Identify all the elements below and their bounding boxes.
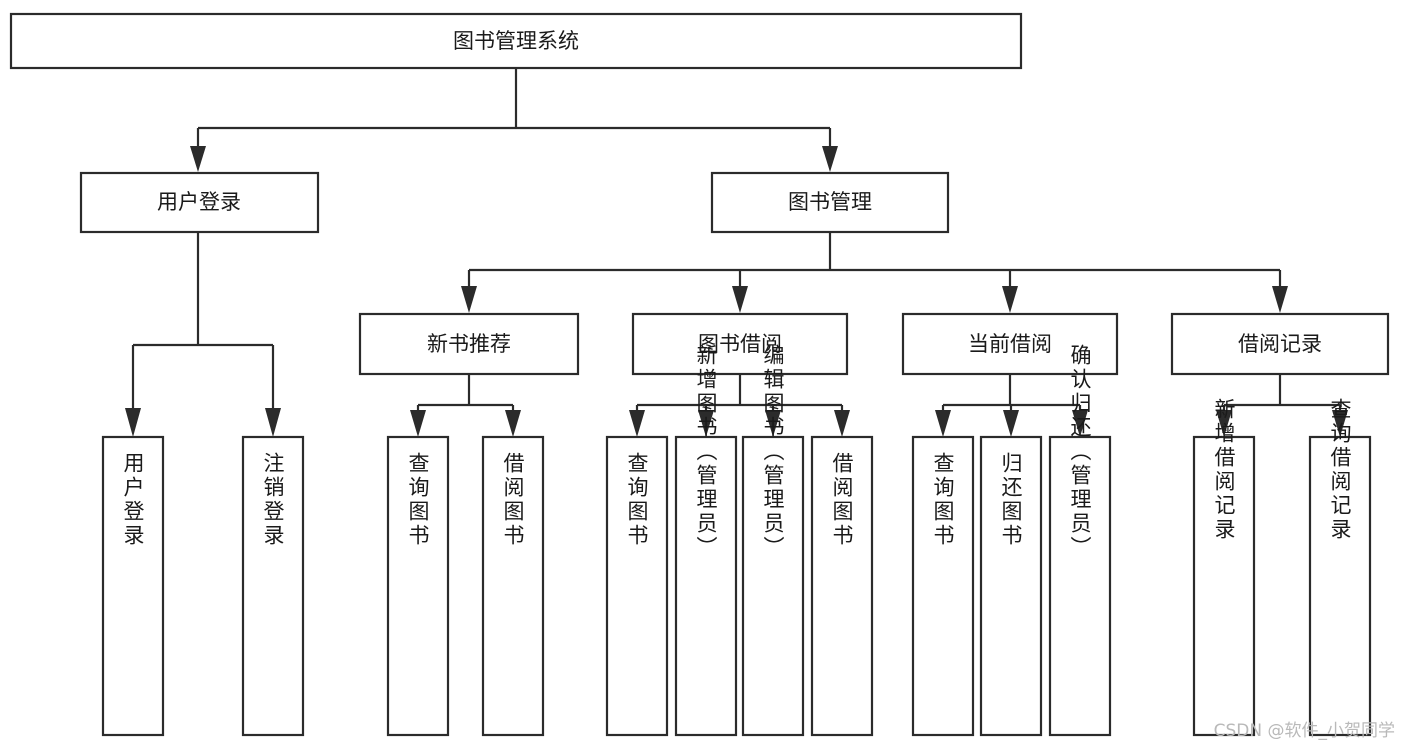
node-borrow-record-label: 借阅记录 (1238, 332, 1322, 356)
node-leaf-return-book-label: 归还图书 (999, 452, 1023, 548)
node-borrow-record-box[interactable] (1170, 312, 1390, 376)
node-leaf-borrow-book-2-label: 借阅图书 (830, 452, 854, 548)
node-leaf-add-record-label: 新增借阅记录 (1212, 398, 1236, 542)
node-leaf-query-book-2-label: 查询图书 (625, 452, 649, 548)
node-leaf-add-book-label: 新增图书（管理员） (694, 344, 718, 560)
node-book-management-label: 图书管理 (788, 190, 872, 214)
node-leaf-user-login[interactable]: 用户登录 (101, 435, 165, 737)
node-leaf-edit-book-box[interactable] (741, 435, 805, 737)
node-leaf-query-book-3-label: 查询图书 (931, 452, 955, 548)
arrow-root-to-user-login (190, 146, 206, 172)
arrow-user-login-leaf-2 (265, 408, 281, 437)
node-leaf-edit-book[interactable]: 编辑图书（管理员） (741, 344, 805, 737)
node-user-login[interactable]: 用户登录 (79, 171, 320, 234)
node-leaf-borrow-book-1-label: 借阅图书 (501, 452, 525, 548)
arrow-bm-to-new-book-recommend (461, 286, 477, 313)
node-leaf-borrow-book-2[interactable]: 借阅图书 (810, 435, 874, 737)
node-leaf-confirm-return[interactable]: 确认归还（管理员） (1048, 344, 1112, 737)
node-leaf-user-login-box[interactable] (101, 435, 165, 737)
node-leaf-add-record-box[interactable] (1192, 435, 1256, 737)
node-book-borrow[interactable]: 图书借阅 (631, 312, 849, 376)
arrow-bm-to-borrow-record (1272, 286, 1288, 313)
node-leaf-user-logout[interactable]: 注销登录 (241, 435, 305, 737)
connector-layer (125, 68, 1348, 437)
arrow-bb-leaf-2 (698, 410, 714, 437)
node-leaf-borrow-book-1[interactable]: 借阅图书 (481, 435, 545, 737)
node-current-borrow-label: 当前借阅 (968, 332, 1052, 356)
node-leaf-query-book-3[interactable]: 查询图书 (911, 435, 975, 737)
arrow-bb-leaf-1 (629, 410, 645, 437)
node-leaf-borrow-book-1-box[interactable] (481, 435, 545, 737)
node-root-box[interactable] (9, 12, 1023, 70)
node-new-book-recommend-label: 新书推荐 (427, 332, 511, 356)
node-leaf-user-logout-label: 注销登录 (261, 452, 285, 548)
node-leaf-edit-book-label: 编辑图书（管理员） (761, 344, 785, 560)
arrow-cb-leaf-3 (1072, 410, 1088, 437)
node-leaf-confirm-return-box[interactable] (1048, 435, 1112, 737)
node-root-label: 图书管理系统 (453, 29, 579, 53)
node-leaf-query-book-2-box[interactable] (605, 435, 669, 737)
node-leaf-add-book-box[interactable] (674, 435, 738, 737)
node-leaf-query-book-1-box[interactable] (386, 435, 450, 737)
arrow-root-to-book-management (822, 146, 838, 172)
node-leaf-query-record-box[interactable] (1308, 435, 1372, 737)
node-leaf-add-record[interactable]: 新增借阅记录 (1192, 398, 1256, 737)
node-leaf-query-book-3-box[interactable] (911, 435, 975, 737)
arrow-cb-leaf-2 (1003, 410, 1019, 437)
node-leaf-user-login-label: 用户登录 (121, 452, 145, 548)
node-leaf-return-book[interactable]: 归还图书 (979, 435, 1043, 737)
node-book-borrow-box[interactable] (631, 312, 849, 376)
arrow-nbr-leaf-2 (505, 410, 521, 437)
node-borrow-record[interactable]: 借阅记录 (1170, 312, 1390, 376)
arrow-nbr-leaf-1 (410, 410, 426, 437)
arrow-cb-leaf-1 (935, 410, 951, 437)
node-leaf-confirm-return-label: 确认归还（管理员） (1068, 344, 1092, 560)
node-book-borrow-label: 图书借阅 (698, 332, 782, 356)
node-leaf-query-book-1[interactable]: 查询图书 (386, 435, 450, 737)
arrow-br-leaf-1 (1216, 410, 1232, 437)
arrow-bb-leaf-3 (765, 410, 781, 437)
node-leaf-borrow-book-2-box[interactable] (810, 435, 874, 737)
node-leaf-query-record[interactable]: 查询借阅记录 (1308, 398, 1372, 737)
arrow-bm-to-current-borrow (1002, 286, 1018, 313)
node-current-borrow[interactable]: 当前借阅 (901, 312, 1119, 376)
node-leaf-query-book-1-label: 查询图书 (406, 452, 430, 548)
arrow-bm-to-book-borrow (732, 286, 748, 313)
node-user-login-label: 用户登录 (157, 190, 241, 214)
node-user-login-box[interactable] (79, 171, 320, 234)
node-leaf-query-record-label: 查询借阅记录 (1328, 398, 1352, 542)
arrow-bb-leaf-4 (834, 410, 850, 437)
node-leaf-add-book[interactable]: 新增图书（管理员） (674, 344, 738, 737)
node-current-borrow-box[interactable] (901, 312, 1119, 376)
node-book-management[interactable]: 图书管理 (710, 171, 950, 234)
node-new-book-recommend-box[interactable] (358, 312, 580, 376)
node-book-management-box[interactable] (710, 171, 950, 234)
node-leaf-return-book-box[interactable] (979, 435, 1043, 737)
arrow-user-login-leaf-1 (125, 408, 141, 437)
node-leaf-query-book-2[interactable]: 查询图书 (605, 435, 669, 737)
node-leaf-user-logout-box[interactable] (241, 435, 305, 737)
node-new-book-recommend[interactable]: 新书推荐 (358, 312, 580, 376)
arrow-br-leaf-2 (1332, 410, 1348, 437)
node-root[interactable]: 图书管理系统 (9, 12, 1023, 70)
